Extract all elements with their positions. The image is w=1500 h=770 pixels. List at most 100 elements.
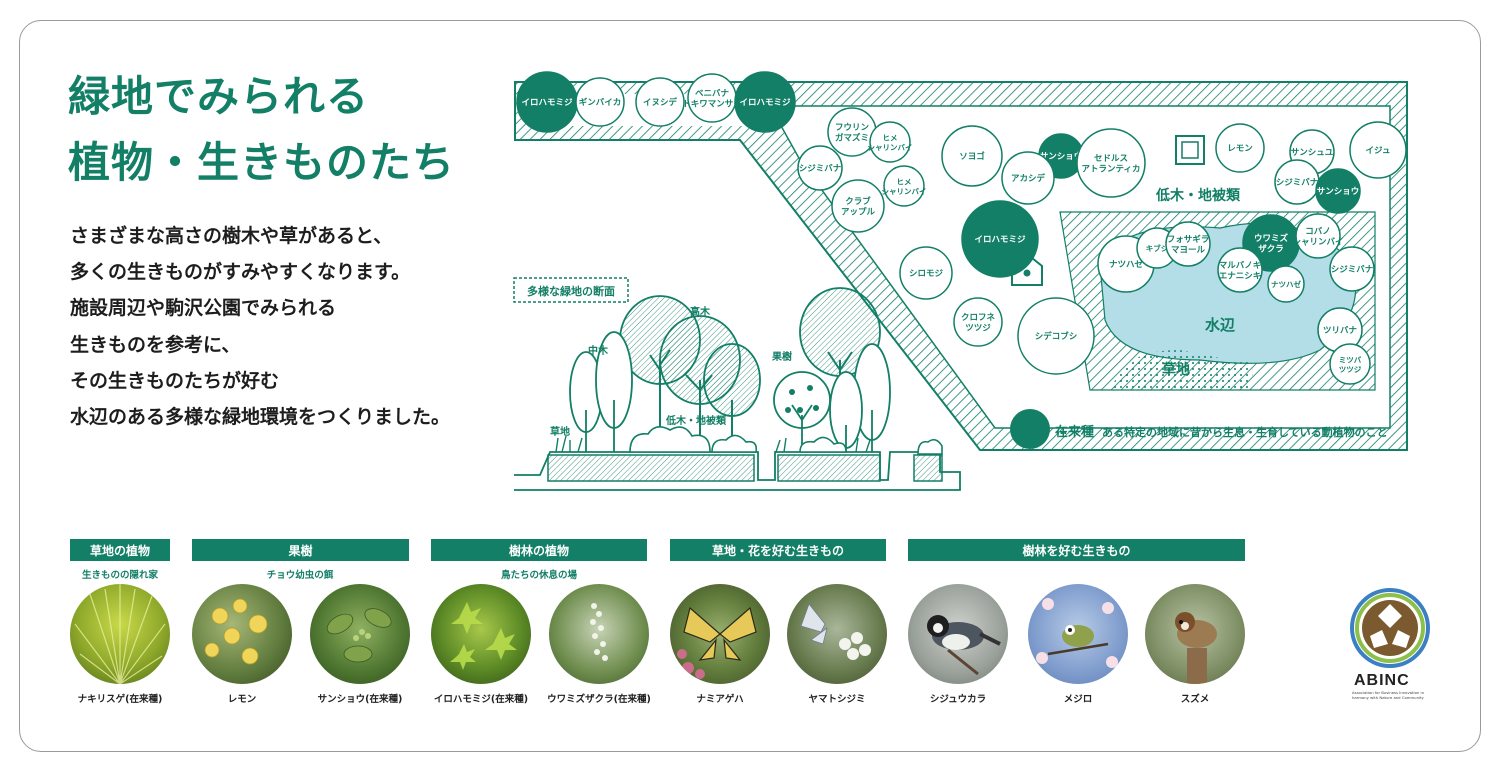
tree-label: ウワミズ: [1254, 233, 1289, 244]
tree-label: ザクラ: [1258, 243, 1284, 254]
tree-marker: [1165, 221, 1211, 267]
zone-shrub-label: 低木・地被類: [1155, 187, 1241, 204]
zone-water-label: 水辺: [1205, 316, 1236, 334]
tree-marker: [869, 121, 911, 163]
intro-line: 多くの生きものがすみやすくなります。: [70, 261, 411, 284]
intro-line: その生きものたちが好む: [70, 369, 280, 392]
zone-grass-label: 草地: [1162, 361, 1190, 378]
cross-section-title: 多様な緑地の断面: [527, 284, 615, 298]
tree-label: シジミバナ: [799, 163, 842, 174]
great-tit-photo: [908, 584, 1008, 684]
svg-text:…: …: [1056, 424, 1067, 437]
tree-label: イロハモミジ: [739, 98, 791, 108]
tree-label: イロハモミジ: [521, 98, 573, 108]
tree-label: ナツハゼ: [1271, 279, 1301, 289]
photo-caption: ナキリスゲ(在来種): [77, 694, 163, 705]
logo-fine-print: Association for Business Innovation in h…: [1352, 690, 1424, 700]
tree-marker: [1349, 121, 1407, 179]
cross-section-diagram: 多様な緑地の断面: [513, 277, 961, 491]
intro-line: 生きものを参考に、: [70, 333, 241, 356]
tree-label: ギンバイカ: [579, 97, 622, 108]
tree-label: セドルス: [1094, 154, 1128, 164]
tree-label: トキワマンサク: [682, 98, 742, 109]
tree-label: コバノ: [1305, 226, 1331, 237]
tree-label: シジミバナ: [1276, 177, 1319, 188]
intro-line: 施設周辺や駒沢公園でみられる: [70, 297, 337, 320]
page-title: 緑地でみられる 植物・生きものたち: [68, 64, 455, 196]
tree-marker: [899, 246, 953, 300]
tree-label: サンショウ: [1040, 152, 1083, 162]
photo-caption: ウワミズザクラ(在来種): [547, 694, 651, 705]
lemon-photo: [192, 584, 292, 684]
tree-marker: [1329, 246, 1375, 292]
blue-butterfly-photo: [787, 584, 887, 684]
tree-label: レモン: [1227, 144, 1253, 154]
tree-marker: [1076, 128, 1146, 198]
tree-label: シャリンバイ: [882, 187, 927, 196]
category-subtitle: チョウ幼虫の餌: [266, 570, 334, 581]
tree-label: イジュ: [1366, 146, 1391, 156]
tree-label: ツリバナ: [1323, 325, 1358, 336]
category-forest-creatures: 樹林を好む生きもの: [908, 539, 1245, 561]
tree-label: アトランティカ: [1082, 164, 1141, 174]
tree-marker: [1295, 213, 1341, 259]
tree-label: キブシ: [1146, 243, 1169, 253]
label-mid-tree: 中木: [588, 344, 609, 357]
tree-label: ミツバ: [1339, 355, 1362, 364]
swallowtail-photo: [670, 584, 770, 684]
photo-caption: ヤマトシジミ: [808, 694, 866, 705]
tree-label: サンショウ: [1317, 187, 1360, 197]
tree-label: イヌシデ: [643, 97, 678, 108]
category-grass-creatures: 草地・花を好む生きもの: [670, 539, 886, 561]
intro-line: さまざまな高さの樹木や草があると、: [70, 225, 393, 247]
tree-label: シャリンバイ: [868, 143, 913, 152]
tree-label: マルバノキ: [1219, 260, 1262, 271]
tree-label: フォサギラ: [1167, 234, 1210, 245]
maple-photo: [431, 584, 531, 684]
tree-label: イロハモミジ: [974, 235, 1026, 245]
photo-caption: メジロ: [1063, 694, 1093, 705]
category-subtitle: 鳥たちの休息の場: [500, 570, 578, 581]
tree-label: ヒメ: [883, 133, 898, 142]
category-forest-plants: 樹林の植物: [431, 539, 647, 561]
tree-marker: [1329, 343, 1371, 385]
tree-label: シデコブシ: [1035, 331, 1078, 342]
tree-label: フウリン: [835, 123, 870, 133]
category-fruit-trees: 果樹: [192, 539, 409, 561]
legend-term: 在来種: [1055, 425, 1095, 440]
title-line-2: 植物・生きものたち: [68, 138, 456, 187]
photo-caption: イロハモミジ(在来種): [433, 694, 529, 705]
photo-caption: スズメ: [1180, 694, 1210, 705]
sansho-photo: [310, 584, 410, 684]
tree-label: ベニバナ: [695, 88, 730, 99]
title-line-1: 緑地でみられる: [68, 72, 370, 121]
native-tree-marker: [961, 200, 1039, 278]
logo-name: ABINC: [1354, 672, 1410, 689]
sedge-photo: [70, 584, 170, 684]
legend-desc: ある特定の地域に昔から生息・生育している動植物のこと: [1102, 426, 1388, 439]
intro-text: さまざまな高さの樹木や草があると、 多くの生きものがすみやすくなります。 施設周…: [70, 218, 450, 435]
label-fruit-tree: 果樹: [771, 350, 792, 363]
cherry-photo: [549, 584, 649, 684]
tree-label: アカシデ: [1011, 173, 1046, 184]
tree-marker: [1267, 265, 1305, 303]
tree-marker: [1217, 247, 1263, 293]
label-grass: 草地: [550, 425, 570, 438]
site-map: 水辺 草地 低木・地被類 イロハモミジギンバイカイヌシデベニバナトキワマンサクイ…: [513, 71, 1408, 491]
photo-caption: サンショウ(在来種): [317, 694, 403, 705]
photo-caption: シジュウカラ: [929, 694, 987, 705]
tree-label: シロモジ: [909, 269, 944, 279]
tree-label: シャリンバイ: [1292, 236, 1343, 247]
grass-area: [1112, 350, 1253, 390]
tree-marker: [1215, 123, 1265, 173]
native-species-legend-dot: [1010, 409, 1050, 449]
sparrow-photo: [1145, 584, 1245, 684]
photo-caption: ナミアゲハ: [696, 694, 744, 705]
tree-label: ガマズミ: [835, 132, 869, 143]
tree-label: アップル: [841, 206, 876, 217]
label-tall-tree: 高木: [690, 305, 711, 318]
tree-label: マヨール: [1171, 245, 1206, 255]
tree-label: ヒメ: [897, 177, 912, 186]
abinc-logo: [1350, 588, 1430, 668]
tree-label: ソヨゴ: [959, 151, 985, 162]
